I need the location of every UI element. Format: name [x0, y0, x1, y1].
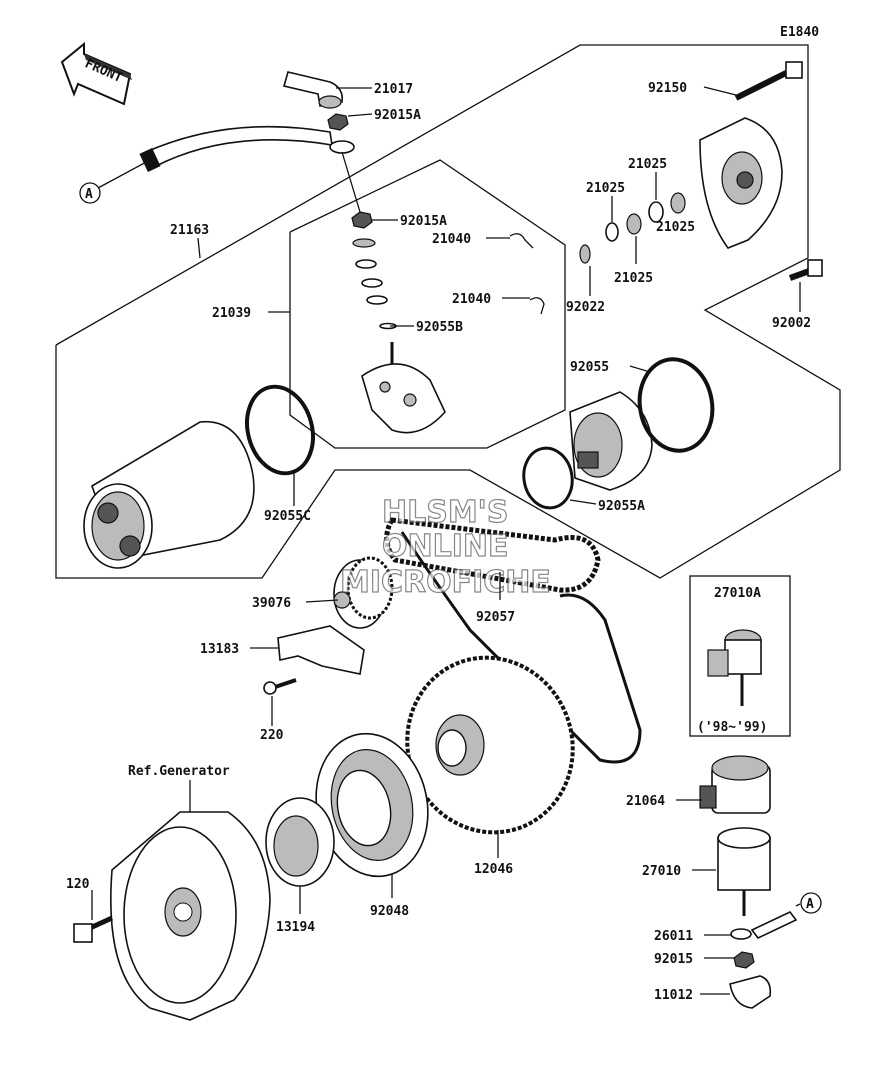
label-years: ('98~'99) — [697, 720, 767, 735]
cap-11012-part — [729, 975, 772, 1009]
starter-chain-part — [384, 517, 601, 593]
label-21039: 21039 — [212, 306, 251, 321]
leader-lines — [91, 86, 801, 995]
label-39076: 39076 — [252, 596, 291, 611]
through-bolt-92150-part — [734, 61, 803, 101]
label-92022: 92022 — [566, 300, 605, 315]
label-ref-generator: Ref.Generator — [128, 764, 230, 779]
label-21025-d: 21025 — [614, 271, 653, 286]
starter-belt-part — [400, 531, 642, 764]
brush-holder-group-outline — [289, 159, 566, 449]
label-21025-c: 21025 — [656, 220, 695, 235]
screw-220-part — [263, 678, 297, 695]
relay-27010a-box — [689, 575, 791, 737]
one-way-clutch-part — [265, 797, 335, 887]
label-26011: 26011 — [654, 929, 693, 944]
label-21163: 21163 — [170, 223, 209, 238]
brush-holder-stack — [351, 211, 446, 434]
label-21017: 21017 — [374, 82, 413, 97]
label-92057: 92057 — [476, 610, 515, 625]
nut-92015a-top-part — [327, 113, 349, 131]
label-21040-a: 21040 — [432, 232, 471, 247]
watermark-line-3: MICROFICHE — [340, 565, 551, 600]
label-92055b: 92055B — [416, 320, 463, 335]
label-92150: 92150 — [648, 81, 687, 96]
rear-bracket-part — [699, 117, 783, 249]
bolt-120-part — [73, 915, 114, 943]
washer-21025-b-part — [626, 213, 642, 235]
terminal-cap-part — [283, 71, 344, 109]
front-arrow-icon: FRONT — [60, 41, 132, 106]
connector-a-marker-right: A — [800, 892, 822, 914]
label-92015a-mid: 92015A — [400, 214, 447, 229]
connector-a-label-right: A — [806, 897, 814, 912]
label-92015: 92015 — [654, 952, 693, 967]
label-27010: 27010 — [642, 864, 681, 879]
label-120: 120 — [66, 877, 90, 892]
label-92055a: 92055A — [598, 499, 645, 514]
label-92015a-top: 92015A — [374, 108, 421, 123]
nut-92015-part — [733, 951, 755, 969]
label-92002: 92002 — [772, 316, 811, 331]
label-92055: 92055 — [570, 360, 609, 375]
label-220: 220 — [260, 728, 284, 743]
washer-21025-c-part — [648, 201, 664, 223]
label-12046: 12046 — [474, 862, 513, 877]
label-21064: 21064 — [626, 794, 665, 809]
washer-21025-a-part — [605, 222, 619, 242]
watermark-line-1: HLSM'S — [382, 495, 508, 530]
label-27010a: 27010A — [714, 586, 761, 601]
watermark: HLSM'S ONLINE MICROFICHE — [339, 494, 551, 600]
battery-cable — [97, 125, 361, 213]
label-92048: 92048 — [370, 904, 409, 919]
o-ring-92055a-part — [522, 446, 574, 510]
starter-group-outline — [55, 44, 841, 579]
bolt-92002-part — [788, 259, 823, 281]
washer-92022-part — [579, 244, 591, 264]
label-21025-b: 21025 — [586, 181, 625, 196]
generator-rotor-part — [110, 811, 271, 1021]
washer-21025-d-part — [670, 192, 686, 214]
bracket-13183-part — [277, 625, 365, 675]
coil-21064-part — [699, 755, 771, 814]
front-bracket-part — [569, 391, 653, 491]
idle-gear-part — [333, 556, 394, 629]
starter-clutch-part — [315, 732, 429, 878]
brush-spring-b-part — [529, 297, 545, 315]
o-ring-92055c-part — [245, 384, 315, 476]
brush-spring-a-part — [509, 233, 534, 249]
label-21040-b: 21040 — [452, 292, 491, 307]
label-13194: 13194 — [276, 920, 315, 935]
label-21025-a: 21025 — [628, 157, 667, 172]
connector-a-marker-left: A — [79, 182, 101, 204]
relay-27010-part — [717, 827, 771, 916]
label-11012: 11012 — [654, 988, 693, 1003]
starter-yoke-part — [83, 420, 255, 569]
o-ring-92055-part — [637, 357, 715, 453]
label-92055c: 92055C — [264, 509, 311, 524]
diagram-code: E1840 — [780, 25, 819, 40]
label-13183: 13183 — [200, 642, 239, 657]
lead-26011-part — [730, 910, 798, 940]
watermark-line-2: ONLINE — [382, 529, 509, 564]
connector-a-label-left: A — [85, 187, 93, 202]
